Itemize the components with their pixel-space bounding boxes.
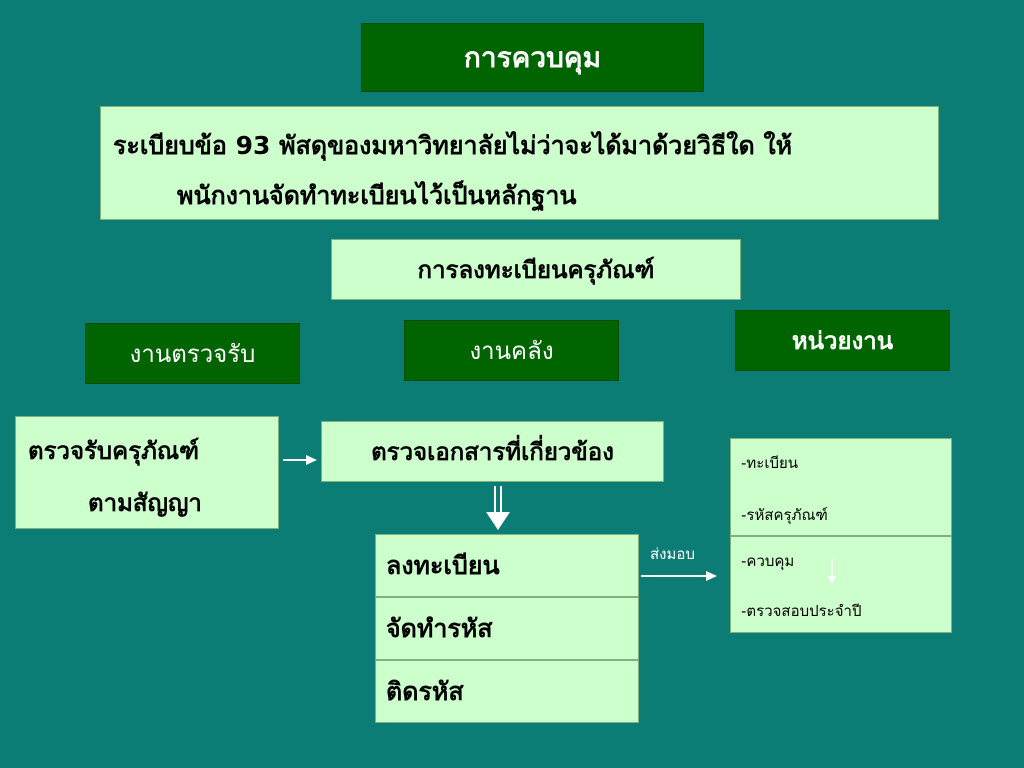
regulation-box: ระเบียบข้อ 93 พัสดุของมหาวิทยาลัยไม่ว่าจ… — [100, 106, 939, 220]
inspect-box: ตรวจรับครุภัณฑ์ ตามสัญญา — [15, 416, 279, 529]
arrow-control-down — [828, 558, 836, 584]
registration-heading: การลงทะเบียนครุภัณฑ์ — [331, 239, 741, 300]
header-department: หน่วยงาน — [735, 310, 950, 371]
arrow-register-to-department — [641, 571, 717, 581]
check-documents-box: ตรวจเอกสารที่เกี่ยวข้อง — [321, 421, 664, 482]
step-make-code: จัดทำรหัส — [375, 597, 639, 660]
step-register: ลงทะเบียน — [375, 534, 639, 597]
send-label: ส่งมอบ — [650, 545, 695, 563]
arrow-inspect-to-docs — [283, 455, 317, 465]
page-title: การควบคุม — [361, 23, 704, 92]
header-inspection: งานตรวจรับ — [85, 323, 300, 384]
unit-item-annual-audit: -ตรวจสอบประจำปี — [741, 602, 862, 620]
header-warehouse: งานคลัง — [404, 320, 619, 381]
arrow-docs-to-register — [486, 486, 510, 530]
department-box-bottom: -ควบคุม -ตรวจสอบประจำปี — [730, 536, 952, 633]
unit-item-register: -ทะเบียน — [741, 454, 799, 472]
unit-item-control: -ควบคุม — [741, 552, 795, 570]
inspect-line-1: ตรวจรับครุภัณฑ์ — [28, 437, 200, 465]
regulation-line-2: พนักงานจัดทำทะเบียนไว้เป็นหลักฐาน — [177, 181, 577, 210]
inspect-line-2: ตามสัญญา — [88, 489, 202, 517]
unit-item-asset-code: -รหัสครุภัณฑ์ — [741, 506, 828, 524]
department-box-top: -ทะเบียน -รหัสครุภัณฑ์ — [730, 438, 952, 536]
step-attach-code: ติดรหัส — [375, 660, 639, 723]
regulation-line-1: ระเบียบข้อ 93 พัสดุของมหาวิทยาลัยไม่ว่าจ… — [113, 131, 793, 160]
